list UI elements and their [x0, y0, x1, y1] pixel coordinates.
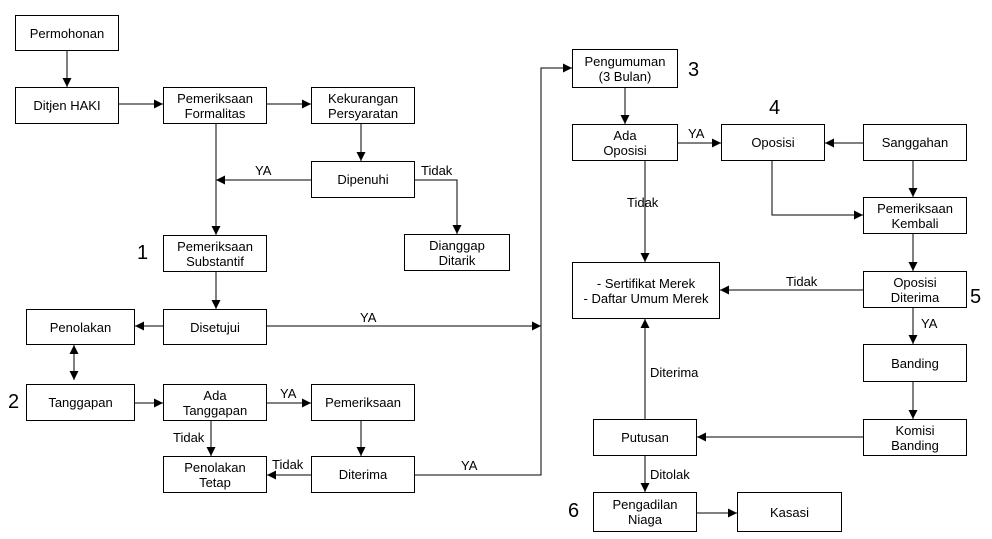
- label-diterima-putusan: Diterima: [650, 365, 699, 380]
- arrow-dipenuhi-tidak: [415, 179, 462, 234]
- arrow-diterima-ya: [415, 63, 572, 476]
- node-tanggapan: Tanggapan: [26, 384, 135, 421]
- label-tidak-diterima: Tidak: [272, 457, 304, 472]
- node-dianggap-ditarik: Dianggap Ditarik: [404, 234, 510, 271]
- node-disetujui: Disetujui: [163, 309, 267, 345]
- node-ada-tanggapan: Ada Tanggapan: [163, 384, 267, 421]
- step-number-6: 6: [568, 500, 580, 522]
- node-penolakan-tetap: Penolakan Tetap: [163, 456, 267, 493]
- step-number-5: 5: [970, 286, 982, 308]
- node-sanggahan: Sanggahan: [863, 124, 967, 161]
- node-diterima: Diterima: [311, 456, 415, 493]
- node-pemeriksaan-formalitas: Pemeriksaan Formalitas: [163, 87, 267, 124]
- node-ada-oposisi: Ada Oposisi: [572, 124, 678, 161]
- label-ya-oposisi-diterima: YA: [921, 316, 938, 331]
- step-number-2: 2: [8, 391, 20, 413]
- node-pengumuman: Pengumuman (3 Bulan): [572, 49, 678, 88]
- label-ya-disetujui: YA: [360, 310, 377, 325]
- node-sertifikat-daftar: - Sertifikat Merek - Daftar Umum Merek: [572, 262, 720, 319]
- node-kasasi: Kasasi: [737, 492, 842, 532]
- node-oposisi-diterima: Oposisi Diterima: [863, 271, 967, 308]
- node-ditjen-haki: Ditjen HAKI: [15, 87, 119, 124]
- label-tidak-ada-tanggapan: Tidak: [173, 430, 205, 445]
- node-permohonan: Permohonan: [15, 15, 119, 51]
- step-number-4: 4: [769, 97, 781, 119]
- node-kekurangan-persyaratan: Kekurangan Persyaratan: [311, 87, 415, 124]
- step-number-1: 1: [137, 242, 149, 264]
- node-putusan: Putusan: [593, 419, 697, 456]
- label-ditolak-putusan: Ditolak: [650, 467, 690, 482]
- node-pemeriksaan-kembali: Pemeriksaan Kembali: [863, 197, 967, 234]
- label-tidak-ada-oposisi: Tidak: [627, 195, 659, 210]
- node-pemeriksaan-substantif: Pemeriksaan Substantif: [163, 235, 267, 272]
- label-ya-ada-tanggapan: YA: [280, 386, 297, 401]
- label-ya-diterima: YA: [461, 458, 478, 473]
- label-ya-dipenuhi: YA: [255, 163, 272, 178]
- node-dipenuhi: Dipenuhi: [311, 161, 415, 198]
- label-ya-ada-oposisi: YA: [688, 126, 705, 141]
- node-pemeriksaan: Pemeriksaan: [311, 384, 415, 421]
- node-penolakan: Penolakan: [26, 309, 135, 345]
- arrow-oposisi-kembali: [771, 161, 863, 220]
- node-oposisi: Oposisi: [721, 124, 825, 161]
- node-komisi-banding: Komisi Banding: [863, 419, 967, 456]
- label-tidak-oposisi-diterima: Tidak: [786, 274, 818, 289]
- node-pengadilan-niaga: Pengadilan Niaga: [593, 492, 697, 532]
- node-banding: Banding: [863, 344, 967, 382]
- step-number-3: 3: [688, 59, 700, 81]
- label-tidak-dipenuhi: Tidak: [421, 163, 453, 178]
